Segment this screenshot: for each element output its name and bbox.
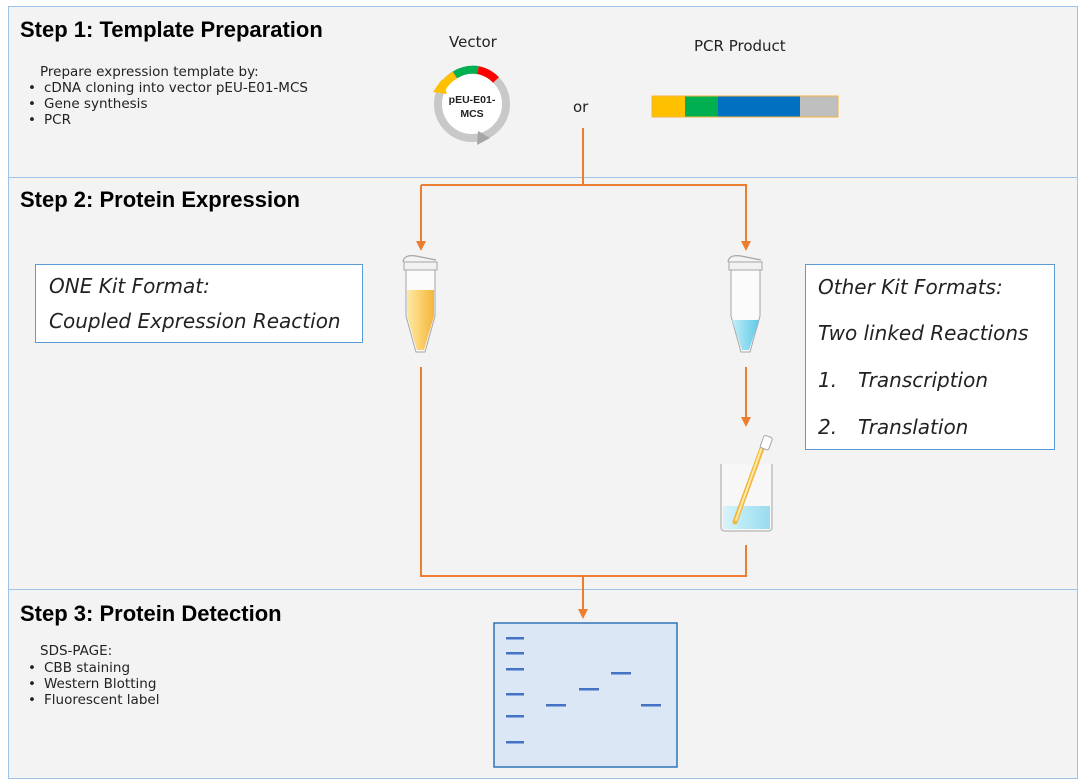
plasmid-arrowhead-bottom bbox=[477, 131, 490, 145]
method-cdna-cloning: cDNA cloning into vector pEU-E01-MCS bbox=[26, 80, 308, 96]
one-kit-tube-icon bbox=[402, 255, 438, 353]
reaction-2-translation: Translation bbox=[858, 415, 969, 439]
gel-band-lane-3-9 bbox=[611, 672, 631, 675]
translation-beaker-icon bbox=[720, 435, 773, 532]
other-kits-title: Other Kit Formats: bbox=[818, 275, 1003, 299]
plasmid-name-line2: MCS bbox=[460, 108, 483, 120]
pcr-segment-2 bbox=[685, 96, 718, 117]
step1-method-list: cDNA cloning into vector pEU-E01-MCS Gen… bbox=[26, 80, 308, 128]
one-kit-subtitle: Coupled Expression Reaction bbox=[49, 309, 341, 333]
gel-band-lane-1-7 bbox=[546, 704, 566, 707]
gel-band-ladder-5 bbox=[506, 715, 524, 718]
other-kits-subtitle: Two linked Reactions bbox=[818, 321, 1029, 345]
pcr-product-label: PCR Product bbox=[694, 37, 786, 55]
gel-band-ladder-2 bbox=[506, 652, 524, 655]
merge-connector bbox=[420, 367, 747, 577]
method-pcr: PCR bbox=[26, 112, 308, 128]
step3-intro: SDS-PAGE: bbox=[40, 643, 113, 659]
vector-label: Vector bbox=[449, 33, 497, 51]
one-kit-format-box: ONE Kit Format: Coupled Expression React… bbox=[35, 264, 363, 343]
step1-title: Step 1: Template Preparation bbox=[20, 17, 323, 42]
pcr-segment-3 bbox=[718, 96, 800, 117]
step2-title: Step 2: Protein Expression bbox=[20, 187, 300, 212]
plasmid-red-arc bbox=[476, 66, 499, 83]
plasmid-vector-icon: pEU-E01- MCS bbox=[433, 65, 510, 145]
gel-band-lane-4-10 bbox=[641, 704, 661, 707]
plasmid-name-line1: pEU-E01- bbox=[449, 94, 496, 106]
pcr-segment-1 bbox=[652, 96, 685, 117]
method-fluorescent-label: Fluorescent label bbox=[26, 692, 159, 708]
gel-body bbox=[493, 622, 678, 768]
pcr-product-icon bbox=[651, 95, 839, 118]
reaction-1-transcription: Transcription bbox=[858, 368, 989, 392]
reaction-2-number: 2. bbox=[818, 415, 838, 439]
gel-band-lane-2-8 bbox=[579, 688, 599, 691]
transcription-tube-icon bbox=[727, 255, 763, 353]
gel-band-ladder-3 bbox=[506, 668, 524, 671]
step3-title: Step 3: Protein Detection bbox=[20, 601, 282, 626]
method-western-blotting: Western Blotting bbox=[26, 676, 159, 692]
or-label: or bbox=[573, 98, 589, 116]
plasmid-green-arc bbox=[452, 65, 479, 79]
gel-band-ladder-6 bbox=[506, 741, 524, 744]
reaction-1-number: 1. bbox=[818, 368, 838, 392]
step3-method-list: CBB staining Western Blotting Fluorescen… bbox=[26, 660, 159, 708]
pcr-segment-4 bbox=[800, 96, 838, 117]
method-gene-synthesis: Gene synthesis bbox=[26, 96, 308, 112]
gel-band-ladder-4 bbox=[506, 693, 524, 696]
pcr-outline bbox=[651, 95, 839, 118]
one-kit-title: ONE Kit Format: bbox=[49, 274, 210, 298]
other-kit-formats-box: Other Kit Formats: Two linked Reactions … bbox=[805, 264, 1055, 450]
plasmid-arrowhead-top bbox=[433, 79, 447, 94]
arrow-to-other-kits bbox=[421, 184, 751, 251]
method-cbb-staining: CBB staining bbox=[26, 660, 159, 676]
sds-page-gel bbox=[493, 622, 678, 768]
flow-arrows bbox=[416, 128, 751, 619]
step1-intro: Prepare expression template by: bbox=[40, 64, 259, 80]
gel-bands bbox=[506, 637, 661, 744]
gel-band-ladder-1 bbox=[506, 637, 524, 640]
